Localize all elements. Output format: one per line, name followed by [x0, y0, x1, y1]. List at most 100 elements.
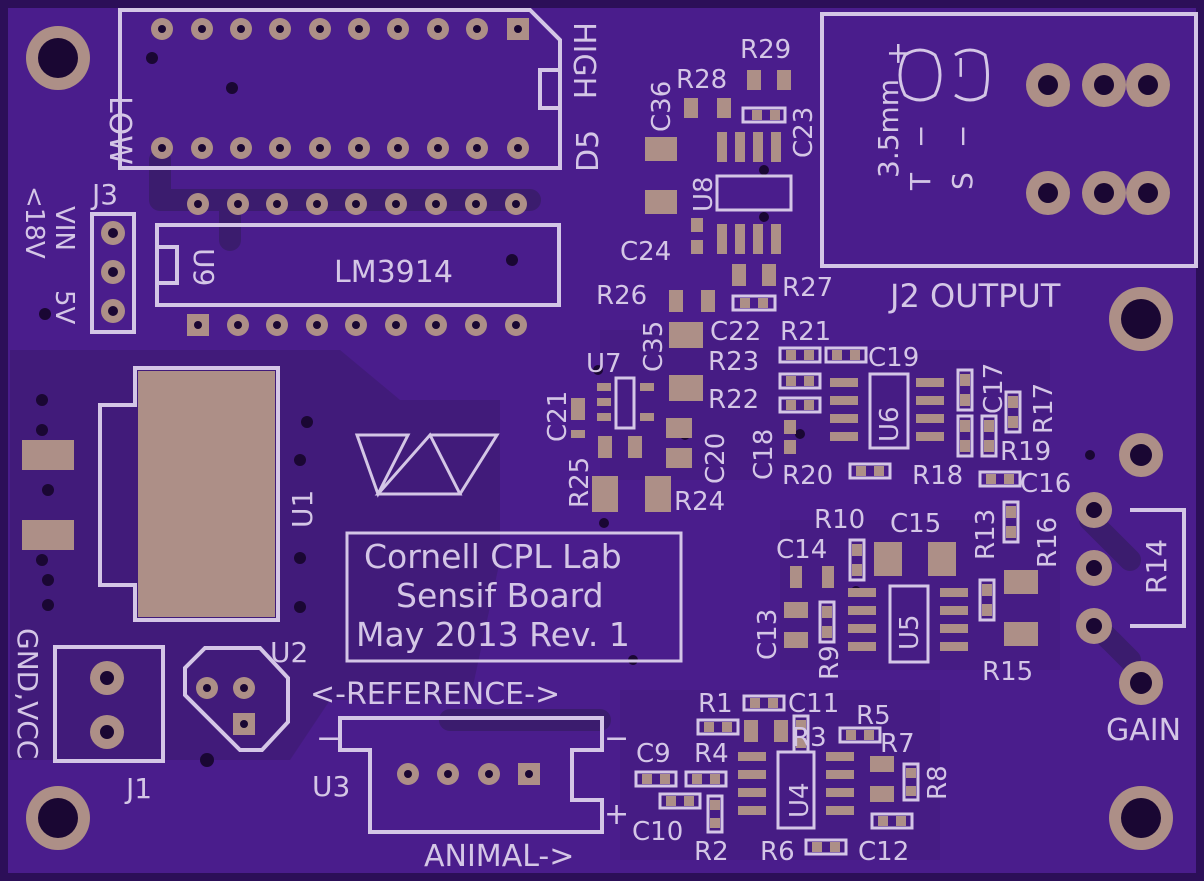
jack-t-label: T	[904, 172, 937, 191]
r13-label: R13	[971, 509, 1001, 560]
u3-footprint	[338, 716, 604, 834]
j3-label: J3	[90, 178, 118, 211]
c20-label: C20	[701, 433, 731, 484]
gnd-vcc-label: GND,VCC	[11, 628, 44, 759]
r23-label: R23	[708, 347, 759, 377]
c35-label: C35	[639, 321, 669, 372]
u3-minus-left: −	[316, 721, 341, 756]
vin-label: VIN	[49, 206, 79, 251]
u5-label: U5	[895, 614, 925, 650]
c36-label: C36	[647, 81, 677, 132]
u3-plus: +	[604, 797, 629, 832]
c12-label: C12	[858, 837, 909, 867]
r1-label: R1	[698, 689, 733, 719]
c24-label: C24	[620, 237, 671, 267]
mounting-hole	[26, 26, 90, 90]
c23-label: C23	[789, 107, 819, 158]
r2-label: R2	[694, 837, 729, 867]
j3-footprint	[90, 212, 136, 334]
r29-label: R29	[740, 35, 791, 65]
jack-plus-label: +	[881, 41, 916, 66]
r14-label: R14	[1140, 539, 1173, 594]
r5-label: R5	[856, 701, 891, 731]
jack-s-label: S	[946, 172, 979, 190]
j2-output-label: J2 OUTPUT	[888, 277, 1061, 315]
vin-range-label: <18V	[19, 186, 49, 259]
j1-label: J1	[124, 772, 152, 805]
u6-label: U6	[875, 406, 905, 442]
jack-dash-label: −	[946, 125, 979, 148]
c17-label: C17	[979, 363, 1009, 414]
c21-label: C21	[543, 391, 573, 442]
jack-minus-label: −	[943, 55, 978, 80]
title-line-3: May 2013 Rev. 1	[356, 615, 630, 654]
c10-label: C10	[632, 817, 683, 847]
c14-label: C14	[776, 535, 827, 565]
smd-pads-u8	[645, 70, 793, 312]
r28-label: R28	[676, 65, 727, 95]
d5-pads	[151, 18, 529, 159]
mounting-hole	[1109, 287, 1173, 351]
smd-pads-u5	[784, 500, 1038, 664]
r15-label: R15	[982, 657, 1033, 687]
u1-footprint	[22, 366, 280, 622]
r9-label: R9	[815, 645, 845, 680]
d5-ref-label: D5	[571, 130, 606, 172]
title-line-2: Sensif Board	[396, 576, 604, 615]
d5-footprint	[118, 8, 562, 170]
5v-label: 5V	[49, 290, 79, 325]
animal-label: ANIMAL->	[424, 839, 574, 874]
jack-3-5mm-label: 3.5mm	[872, 79, 905, 178]
r19-label: R19	[1000, 437, 1051, 467]
r7-label: R7	[880, 729, 915, 759]
smd-pads-u4	[634, 694, 920, 856]
r10-label: R10	[814, 505, 865, 535]
r8-label: R8	[923, 765, 953, 800]
u2-footprint	[183, 646, 290, 752]
r26-label: R26	[596, 281, 647, 311]
smd-pads-u7	[571, 322, 703, 512]
mounting-hole	[1109, 786, 1173, 850]
u3-label: U3	[312, 770, 350, 803]
c11-label: C11	[788, 689, 839, 719]
d5-high-label: HIGH	[566, 22, 601, 99]
c18-label: C18	[749, 429, 779, 480]
r6-label: R6	[760, 837, 795, 867]
title-line-1: Cornell CPL Lab	[364, 537, 622, 576]
gain-pot	[1076, 433, 1186, 705]
lm3914-label: LM3914	[334, 255, 453, 290]
r4-label: R4	[694, 739, 729, 769]
jack-dash-label: −	[904, 125, 937, 148]
r3-label: R3	[792, 723, 827, 753]
gain-label: GAIN	[1106, 713, 1181, 748]
c9-label: C9	[636, 739, 671, 769]
r25-label: R25	[565, 457, 595, 508]
c16-label: C16	[1020, 469, 1071, 499]
u2-label: U2	[270, 636, 308, 669]
u3-minus-right: −	[604, 721, 629, 756]
r21-label: R21	[780, 317, 831, 347]
r27-label: R27	[782, 273, 833, 303]
u9-footprint	[155, 193, 561, 336]
c15-label: C15	[890, 509, 941, 539]
u1-label: U1	[286, 490, 319, 528]
c19-label: C19	[868, 343, 919, 373]
u7-label: U7	[586, 349, 622, 379]
c13-label: C13	[753, 609, 783, 660]
r16-label: R16	[1033, 517, 1063, 568]
r20-label: R20	[782, 461, 833, 491]
r24-label: R24	[674, 487, 725, 517]
j2-footprint	[820, 12, 1198, 268]
title-block	[345, 531, 683, 663]
r17-label: R17	[1029, 383, 1059, 434]
reference-label: <-REFERENCE->	[310, 677, 560, 712]
r22-label: R22	[708, 385, 759, 415]
c22-label: C22	[710, 317, 761, 347]
lab-logo	[354, 432, 500, 498]
u8-label: U8	[689, 176, 719, 212]
u9-label: U9	[187, 248, 220, 286]
r18-label: R18	[912, 461, 963, 491]
mounting-hole	[26, 786, 90, 850]
u4-label: U4	[785, 782, 815, 818]
